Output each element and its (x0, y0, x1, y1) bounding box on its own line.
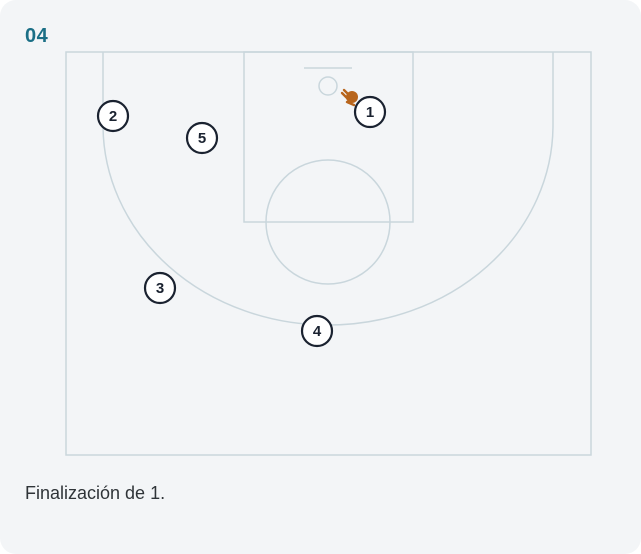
play-caption: Finalización de 1. (25, 483, 166, 503)
paint-area (243, 51, 414, 223)
player-3: 3 (143, 271, 177, 305)
step-number: 04 (25, 25, 49, 47)
hoop (318, 76, 338, 96)
player-4-label: 4 (313, 323, 322, 340)
court-boundary (65, 51, 592, 456)
player-4: 4 (300, 314, 334, 348)
basketball-hand-icon (340, 88, 358, 107)
player-2: 2 (96, 99, 130, 133)
free-throw-circle (265, 159, 391, 285)
player-1: 1 (353, 95, 387, 129)
player-2-label: 2 (109, 108, 117, 125)
player-5-label: 5 (198, 130, 206, 147)
player-1-label: 1 (366, 104, 374, 121)
player-3-label: 3 (156, 280, 164, 297)
player-5: 5 (185, 121, 219, 155)
